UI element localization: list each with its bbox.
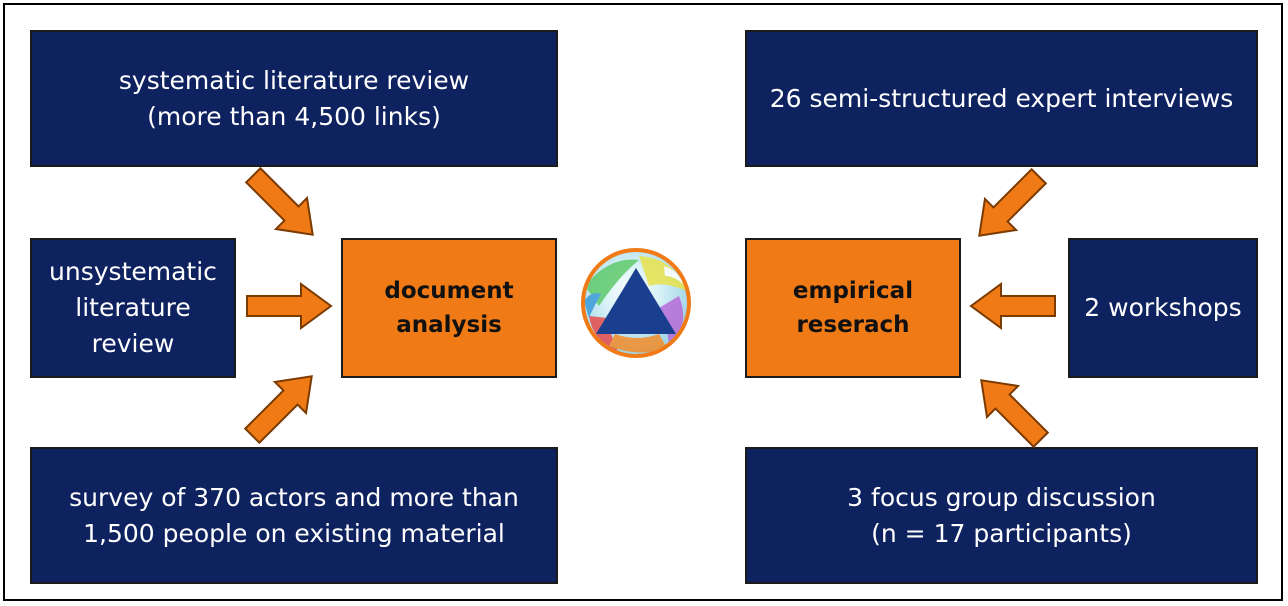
line: document [384,278,514,304]
box-unsystematic-literature-review: unsystematic literature review [30,238,236,378]
line: survey of 370 actors and more than [69,482,519,512]
line: review [91,329,175,358]
line: unsystematic [49,257,217,286]
line: analysis [396,312,502,338]
box-workshops: 2 workshops [1068,238,1258,378]
line: 2 workshops [1084,293,1242,322]
arrow-icon-focus-to-empirical [964,363,1058,457]
arrow-icon-unsystematic-to-document [246,283,332,329]
arrow-icon-interviews-to-empirical [962,159,1056,253]
line: (more than 4,500 links) [147,101,441,131]
line: empirical [792,278,914,304]
line: 1,500 people on existing material [83,518,505,548]
line: (n = 17 participants) [871,518,1132,548]
box-survey: survey of 370 actors and more than 1,500… [30,447,558,584]
box-document-analysis: document analysis [341,238,557,378]
line: 3 focus group discussion [847,482,1156,512]
globe-triangle-logo-icon [581,248,691,358]
line: 26 semi-structured expert interviews [769,83,1234,113]
line: reserach [796,312,910,338]
box-expert-interviews: 26 semi-structured expert interviews [745,30,1258,167]
arrow-icon-workshops-to-empirical [970,283,1056,329]
line: systematic literature review [118,65,470,95]
box-systematic-literature-review: systematic literature review (more than … [30,30,558,167]
arrow-icon-systematic-to-document [236,158,330,252]
arrow-icon-survey-to-document [235,359,329,453]
box-focus-group: 3 focus group discussion (n = 17 partici… [745,447,1258,584]
line: literature [75,293,191,322]
box-empirical-research: empirical reserach [745,238,961,378]
